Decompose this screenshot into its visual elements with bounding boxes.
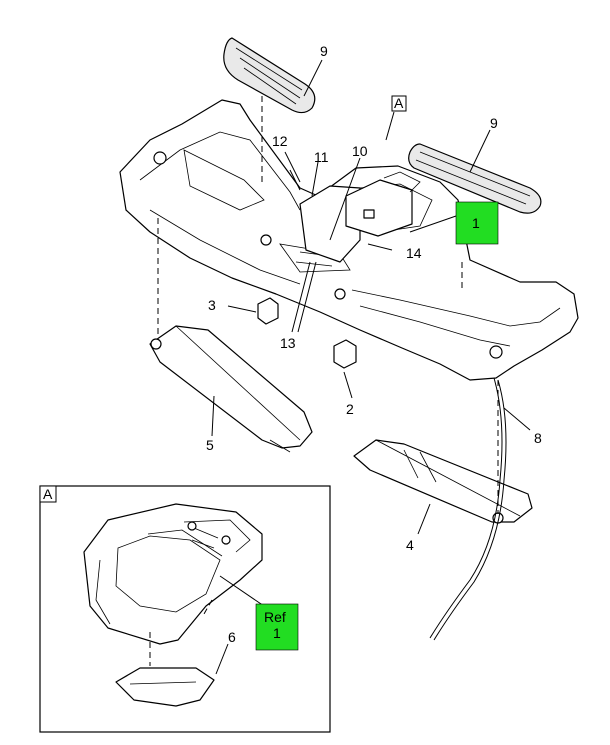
callout-6: 6 [228, 629, 236, 645]
clip-part-2 [333, 339, 357, 369]
clip-part-3 [257, 297, 279, 325]
mesh-pad-right [408, 143, 542, 214]
sun-visor-left [149, 325, 313, 453]
view-label-main: A [391, 95, 407, 112]
callout-12: 12 [272, 133, 288, 149]
callout-4: 4 [406, 537, 414, 553]
sun-visor-right [353, 439, 533, 524]
callout-13: 13 [280, 335, 296, 351]
svg-text:A: A [394, 95, 404, 111]
callout-1: 1 [472, 215, 480, 231]
callout-9-right: 9 [490, 115, 498, 131]
ref-box-line2: 1 [273, 625, 281, 641]
callout-1-highlight: 1 [455, 201, 499, 245]
view-label-inset: A [43, 486, 53, 502]
callout-5: 5 [206, 437, 214, 453]
callout-10: 10 [352, 143, 368, 159]
wire-harness [429, 377, 507, 641]
console-housing [299, 171, 421, 263]
callout-9-top: 9 [320, 43, 328, 59]
ref-box-line1: Ref [264, 609, 286, 625]
callout-2: 2 [346, 401, 354, 417]
inset-view-a: A 6 Ref 1 [39, 485, 331, 733]
callout-3: 3 [208, 297, 216, 313]
mesh-pad-top [223, 37, 316, 114]
callout-11: 11 [314, 149, 329, 165]
leader-lines [211, 59, 531, 535]
callout-14: 14 [406, 245, 422, 261]
callout-8: 8 [534, 430, 542, 446]
